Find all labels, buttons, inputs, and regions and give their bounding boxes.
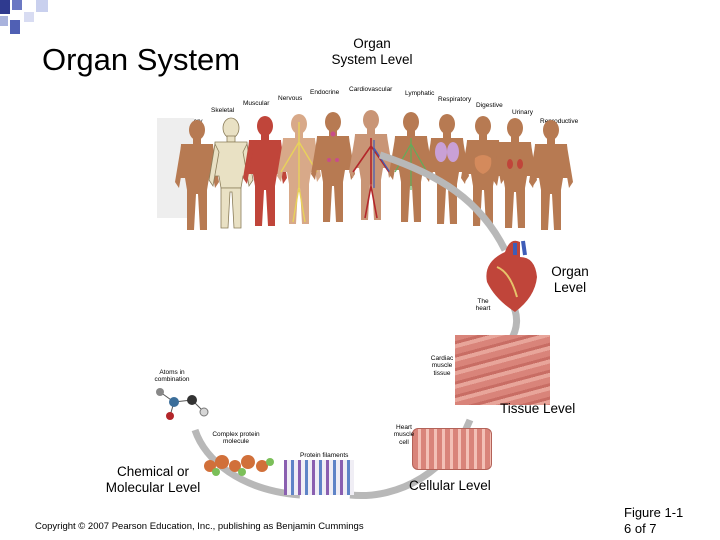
protein-filaments-label: Protein filaments [300,452,349,459]
deco-square [0,16,8,26]
label-line: Organ [353,36,391,51]
deco-square [24,12,34,22]
organ-systems-figures [157,110,573,230]
system-label-lymphatic: Lymphatic [405,90,435,97]
label-line: Chemical or [116,464,190,479]
label-line: muscle [393,431,415,439]
protein-filaments-illustration [284,460,354,495]
corner-decoration [0,0,60,45]
deco-square [36,0,48,12]
system-label-respiratory: Respiratory [438,96,472,103]
system-label-cardiovascular: Cardiovascular [349,86,393,93]
respiratory-figure [425,114,469,224]
chemical-level-label: Chemical or Molecular Level [96,464,210,495]
label-line: Level [553,279,587,295]
cardiac-tissue-illustration [455,335,550,405]
label-line: muscle [431,362,453,370]
cellular-level-label: Cellular Level [409,478,491,493]
system-label-nervous: Nervous [278,95,303,102]
label-line: molecule [222,438,249,446]
tissue-level-label: Tissue Level [500,401,576,416]
label-line: tissue [433,369,451,377]
atoms-label: Atoms in combination [152,369,192,384]
nervous-figure [277,114,321,224]
endocrine-figure [311,112,355,222]
complex-protein-label: Complex protein molecule [206,431,266,446]
label-line: Complex protein [212,431,260,438]
copyright-notice: Copyright © 2007 Pearson Education, Inc.… [35,521,364,532]
label-line: combination [154,376,190,384]
connector-arrow [378,151,509,252]
figure-page: 6 of 7 [624,520,657,536]
label-line: The [477,298,489,305]
figure-caption: Figure 1-1 6 of 7 [624,505,683,536]
deco-square [12,0,22,10]
figure-number: Figure 1-1 [624,505,684,520]
urinary-figure [493,118,537,228]
system-label-reproductive: Reproductive [540,118,579,125]
organ-system-level-label: Organ System Level [322,36,422,67]
deco-square [0,0,10,14]
label-line: Molecular Level [105,479,201,495]
organ-level-label: Organ Level [544,264,596,295]
heart-illustration [486,240,537,312]
complex-protein-illustration [204,455,274,476]
cardiac-muscle-tissue-label: Cardiac muscle tissue [425,355,459,377]
system-label-muscular: Muscular [243,100,270,107]
label-line: heart [475,305,491,313]
heart-muscle-cell-illustration [412,428,492,470]
system-label-urinary: Urinary [512,109,533,116]
heart-muscle-cell-label: Heart muscle cell [391,424,417,446]
label-line: System Level [331,51,413,67]
connector-arrow [191,428,301,499]
system-label-endocrine: Endocrine [310,89,340,96]
label-line: cell [399,438,409,446]
digestive-figure [461,116,505,226]
deco-square [10,20,20,34]
label-line: Organ [551,264,589,279]
label-line: Heart [396,424,412,431]
system-label-skeletal: Skeletal [211,107,235,114]
label-line: Cardiac [430,355,454,362]
system-label-digestive: Digestive [476,102,503,109]
heart-label: The heart [471,298,495,313]
slide-title: Organ System [42,42,241,77]
label-line: Atoms in [159,369,185,376]
atoms-illustration [156,388,209,420]
cardiovascular-figure [349,110,393,220]
